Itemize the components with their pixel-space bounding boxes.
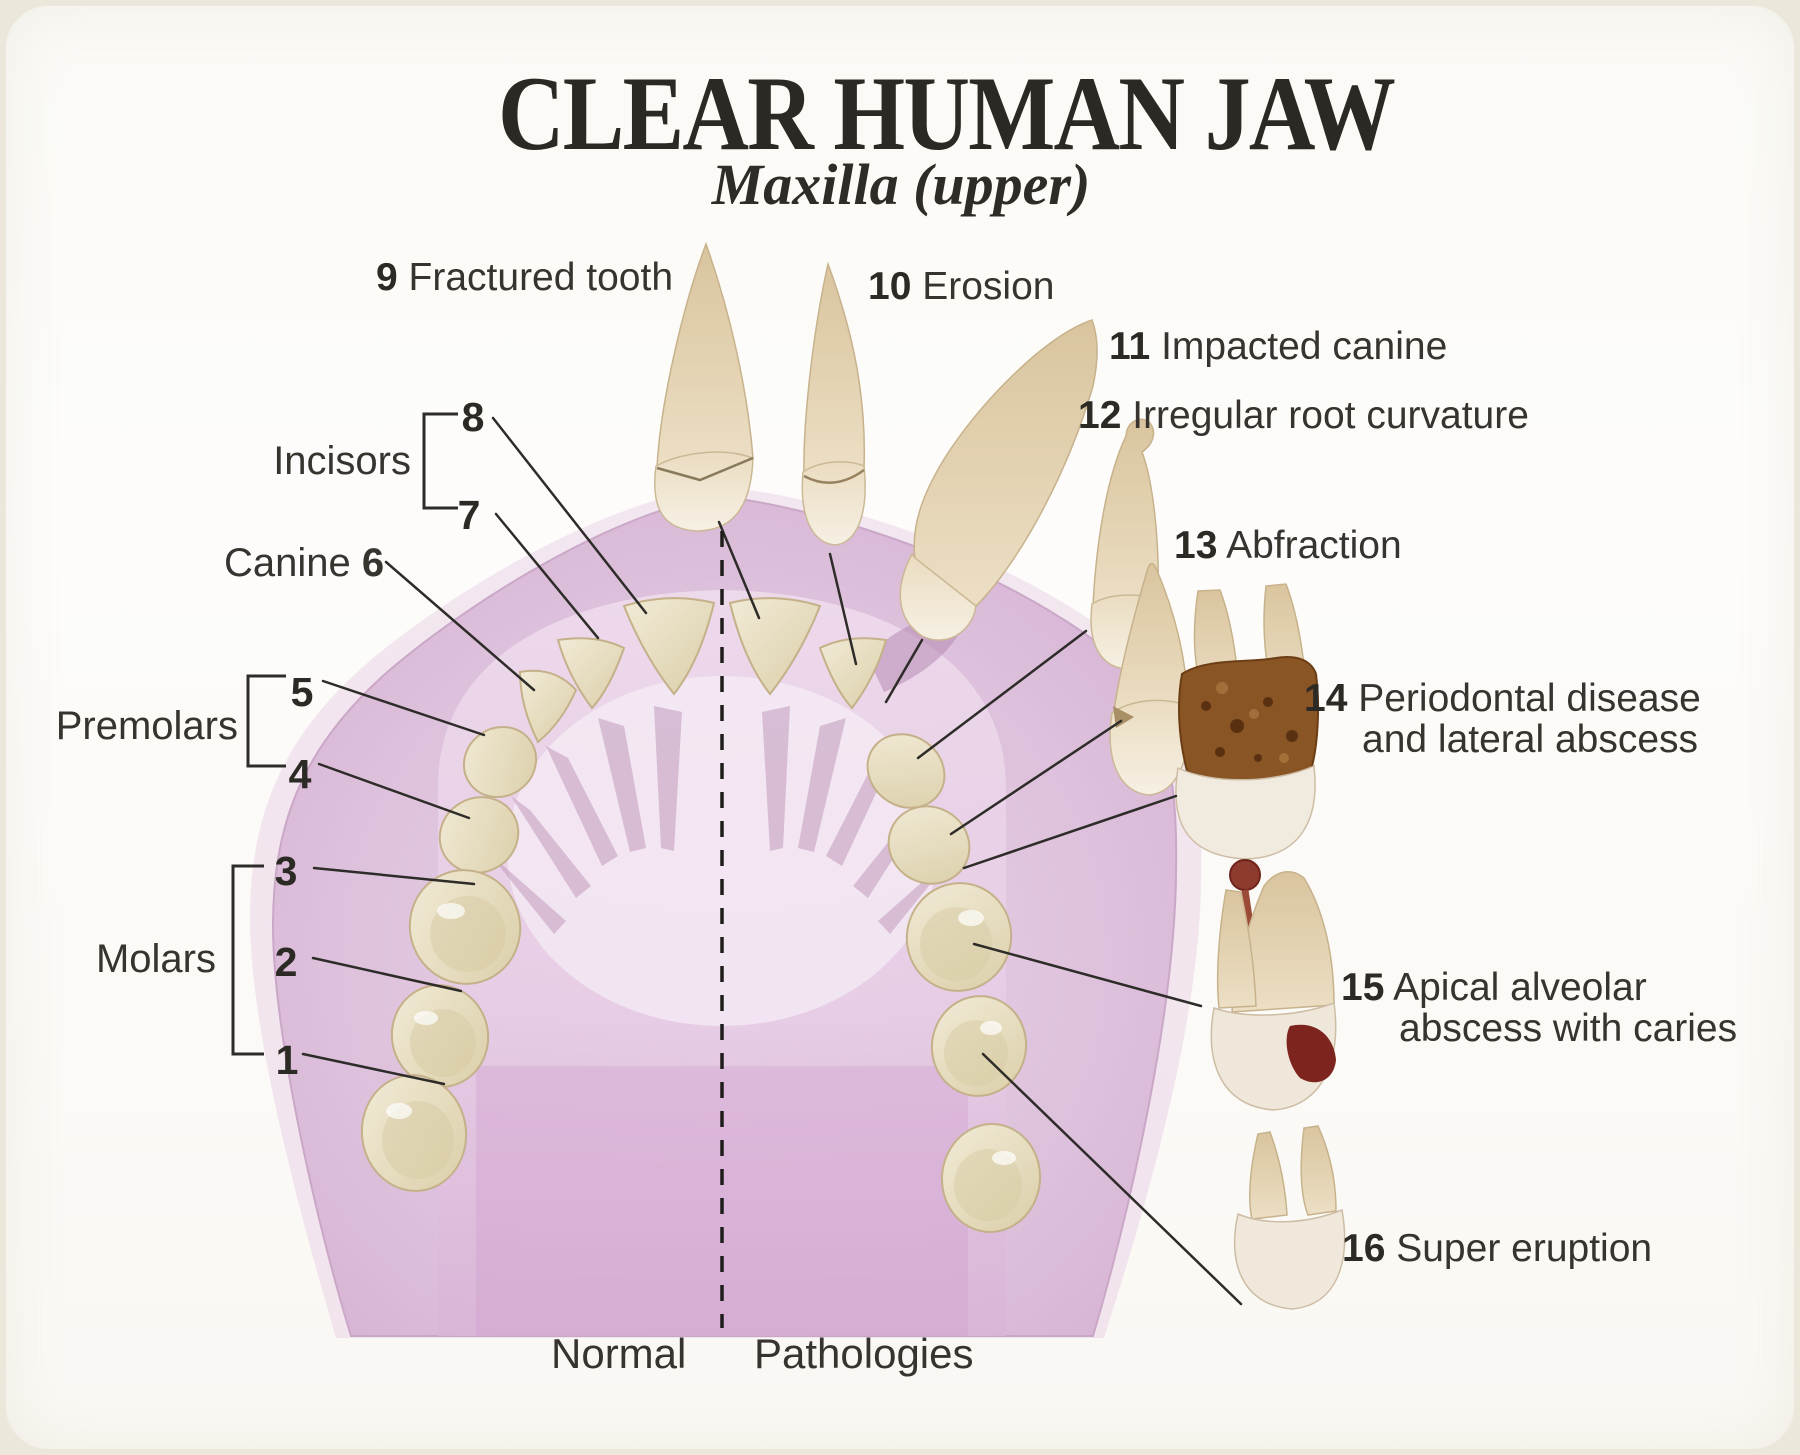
tooth-number-3: 3 [274,848,298,894]
pathology-16-text: Super eruption [1396,1227,1653,1270]
leader-3 [312,866,476,886]
pathology-11-text: Impacted canine [1161,325,1448,368]
pathology-14-text-line2: and lateral abscess [1362,718,1699,762]
tooth-number-8: 8 [461,394,485,440]
pathology-tooth-13-abfraction [1109,562,1190,796]
arch-tooth-lateral-incisor-left [556,637,626,710]
pathology-label-14: 14 Periodontal disease and lateral absce… [1304,678,1701,761]
arch-tooth-premolar-right-2 [887,805,971,885]
pathology-14-number: 14 [1304,677,1348,720]
pathology-15-text: Apical alveolar [1393,966,1647,1009]
tooth-number-5: 5 [290,669,314,715]
leader-10 [828,552,858,666]
pathology-label-13: 13 Abfraction [1174,525,1402,566]
arch-tooth-premolar4-left [438,796,520,874]
jaw-illustration-canvas [231,241,1346,1338]
pathology-label-12: 12 Irregular root curvature [1078,395,1529,436]
leader-2 [311,956,463,993]
pathology-13-text: Abfraction [1226,524,1402,567]
arch-tooth-central-incisor-left [622,597,716,696]
tooth-number-4: 4 [288,751,312,797]
pathology-11-number: 11 [1109,325,1151,368]
leader-11 [884,638,924,704]
tooth-number-7: 7 [457,492,481,538]
pathology-tooth-10-erosion [801,261,866,546]
pathology-teeth [654,241,1346,1310]
pathology-16-number: 16 [1342,1227,1386,1270]
molar-glints [386,903,1016,1165]
canine-number: 6 [361,541,385,585]
leader-6 [384,560,536,692]
bracket-molars [231,864,264,1056]
leader-12 [916,629,1088,760]
pathology-14-text: Periodontal disease [1358,677,1701,720]
pathology-12-number: 12 [1078,394,1122,437]
leader-1 [301,1052,446,1086]
leader-14 [962,794,1178,870]
pathology-label-9: 9 Fractured tooth [376,257,673,298]
pathology-tooth-9-fractured [654,241,754,532]
pathology-10-text: Erosion [922,265,1055,308]
pathology-label-11: 11 Impacted canine [1109,326,1447,367]
pathology-9-text: Fractured tooth [408,256,674,299]
leader-4 [317,762,471,820]
pathology-15-number: 15 [1341,966,1385,1009]
canine-label-text: Canine [224,541,351,585]
pathology-tooth-15-abscess-caries [1210,859,1337,1111]
tooth-number-1: 1 [275,1037,299,1083]
pathology-tooth-11-impacted-canine [899,319,1098,641]
pathology-label-15: 15 Apical alveolar abscess with caries [1341,967,1737,1050]
pathology-12-text: Irregular root curvature [1132,394,1529,437]
pathology-label-16: 16 Super eruption [1342,1228,1652,1269]
leader-5 [321,679,486,737]
pathology-15-text-line2: abscess with caries [1399,1007,1738,1051]
pathology-10-number: 10 [868,265,912,308]
jaw-model [249,486,1202,1338]
leader-15 [972,942,1203,1008]
footer-label-normal: Normal [551,1330,687,1377]
page-subtitle: Maxilla (upper) [711,152,1091,217]
arch-tooth-central-incisor-right [728,597,822,696]
leader-7 [494,512,600,640]
group-brackets [231,412,458,1056]
bracket-incisors [422,412,458,510]
chart-card: CLEAR HUMAN JAW Maxilla (upper) Incisors… [6,6,1794,1449]
pathology-label-10: 10 Erosion [868,266,1054,307]
leader-16 [981,1052,1243,1306]
group-label-canine: Canine 6 [224,542,384,584]
group-label-premolars: Premolars [55,704,238,748]
leader-9 [717,520,761,620]
group-label-molars: Molars [95,937,216,981]
footer-label-pathologies: Pathologies [754,1330,974,1377]
pathology-tooth-14-periodontal [1175,583,1320,860]
pathology-9-number: 9 [376,256,398,299]
leader-lines [301,416,1243,1306]
pathology-13-number: 13 [1174,524,1218,567]
bracket-premolars [246,674,286,768]
group-label-incisors: Incisors [273,439,411,483]
leader-8 [491,416,648,615]
pathology-tooth-16-super-eruption [1233,1125,1346,1310]
leader-13 [949,719,1123,836]
tooth-number-2: 2 [274,939,298,985]
page-title: CLEAR HUMAN JAW [497,55,1396,172]
